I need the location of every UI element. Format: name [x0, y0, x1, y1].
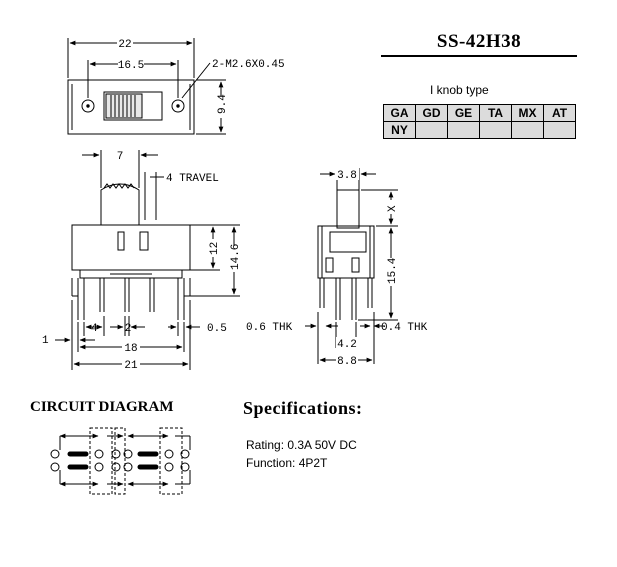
knob-cell: GD	[415, 104, 448, 122]
knob-cell: TA	[479, 104, 512, 122]
thk-left: 0.6 THK	[246, 322, 293, 334]
dim-pin-2: 2	[125, 323, 132, 335]
knob-cell: MX	[511, 104, 544, 122]
top-view-body	[67, 79, 195, 135]
dim-15-4: 15.4	[387, 257, 399, 284]
front-view	[55, 150, 240, 370]
slider-knob	[105, 93, 143, 119]
side-knob	[336, 189, 360, 229]
knob-row: NY	[383, 121, 576, 139]
dim-knob-7: 7	[117, 151, 124, 163]
dim-22: 22	[118, 39, 131, 51]
dim-lead-1: 1	[42, 335, 49, 347]
model-number: SS-42H38	[436, 31, 522, 52]
dim-9-4: 9.4	[217, 94, 229, 114]
front-body	[71, 224, 191, 271]
knob-type-caption: I knob type	[430, 83, 489, 97]
dim-3-8: 3.8	[337, 170, 357, 182]
knob-cell: NY	[383, 121, 416, 139]
dim-x: X	[387, 205, 399, 212]
model-underline	[381, 55, 577, 57]
spec-function: Function: 4P2T	[246, 456, 328, 470]
knob-cell	[543, 121, 576, 139]
hole-note: 2-M2.6X0.45	[212, 59, 285, 71]
circuit-diagram-title: CIRCUIT DIAGRAM	[30, 399, 174, 415]
slot	[103, 91, 163, 121]
knob-cell: AT	[543, 104, 576, 122]
knob-cell	[447, 121, 480, 139]
dim-12: 12	[209, 242, 221, 255]
knob-cell: GE	[447, 104, 480, 122]
specifications-title: Specifications:	[243, 398, 363, 418]
dim-16-5: 16.5	[118, 60, 144, 72]
thk-right: 0.4 THK	[381, 322, 428, 334]
knob	[100, 183, 140, 225]
knob-cell	[479, 121, 512, 139]
dim-14-6: 14.6	[230, 244, 242, 270]
knob-cell	[415, 121, 448, 139]
knob-cell	[511, 121, 544, 139]
knob-type-table: GA GD GE TA MX AT NY	[383, 104, 576, 139]
knob-cell: GA	[383, 104, 416, 122]
dim-21: 21	[124, 360, 138, 372]
dim-18: 18	[124, 343, 137, 355]
top-view	[67, 38, 226, 135]
dim-8-8: 8.8	[337, 356, 357, 368]
side-view	[305, 168, 398, 364]
dim-pin-4: 4	[91, 323, 98, 335]
dim-0-5: 0.5	[207, 323, 227, 335]
knob-row: GA GD GE TA MX AT	[383, 104, 576, 122]
spec-rating: Rating: 0.3A 50V DC	[246, 438, 357, 452]
travel-label: 4 TRAVEL	[166, 173, 219, 185]
dim-4-2: 4.2	[337, 339, 357, 351]
circuit-diagram	[50, 427, 191, 495]
